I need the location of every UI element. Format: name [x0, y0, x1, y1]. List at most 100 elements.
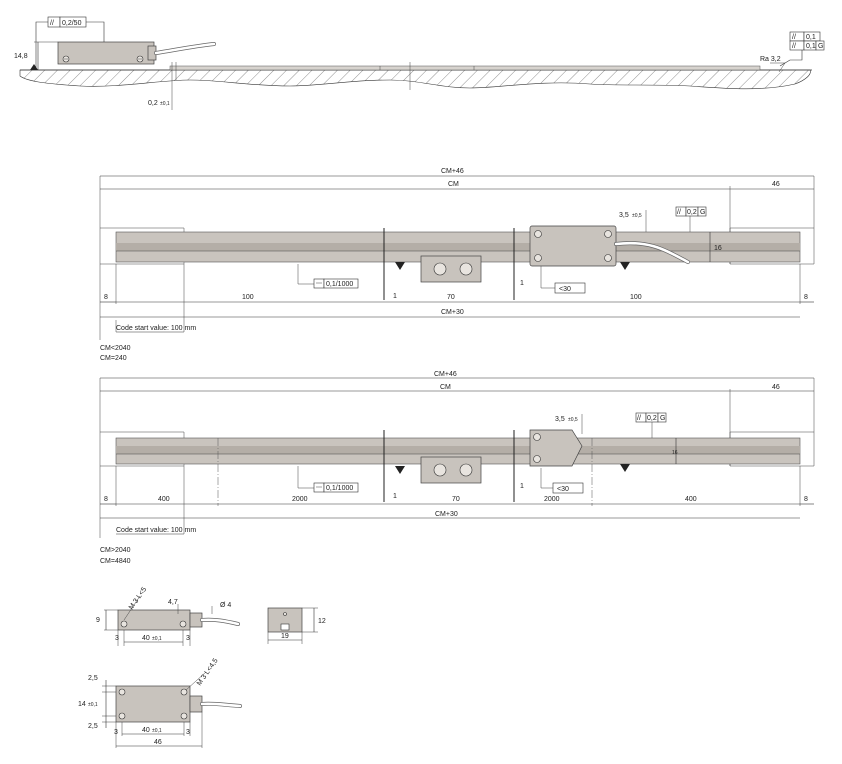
parallelism-value: 0,2/50: [62, 20, 82, 27]
left-3: 3: [114, 729, 118, 736]
screw-icon: [179, 620, 187, 628]
straightness-value: 0,1/1000: [326, 485, 353, 492]
angle-frame: [552, 482, 584, 494]
detail-side-view: M 3 L<5 4,7 Ø 4 9 3 40 ±0,1 3: [96, 586, 240, 646]
datum-g: G: [660, 415, 665, 422]
range-2: CM=240: [100, 355, 127, 362]
width-tolerance: ±0,1: [152, 728, 162, 734]
offset-tolerance: ±0,5: [632, 213, 642, 219]
height-16: 16: [714, 245, 722, 252]
mark-1b: 1: [520, 483, 524, 490]
angle-value: <30: [559, 286, 571, 293]
tolerance-2-value: 0,1: [806, 43, 816, 50]
parallel-value: 0,2: [687, 209, 697, 216]
screw-icon: [118, 712, 126, 720]
angle-value: <30: [557, 486, 569, 493]
height-tolerance: ±0,1: [88, 702, 98, 708]
mounting-surface-hatch: [19, 69, 811, 90]
parallelism-icon: //: [677, 209, 681, 216]
width-40: 40: [142, 635, 150, 642]
drawing-cm-small: CM+46 CM 46 3,5 ±0,5 // 0,: [99, 168, 815, 362]
cm-plus-30: CM+30: [441, 309, 464, 316]
offset-dim: 3,5: [619, 212, 629, 219]
right-3: 3: [186, 729, 190, 736]
straightness-frame: [313, 482, 325, 493]
width-40: 40: [142, 727, 150, 734]
reading-head: [529, 225, 617, 267]
end-height: 12: [318, 618, 326, 625]
mark-1b: 1: [520, 280, 524, 287]
cm-label: CM: [440, 384, 451, 391]
screw-icon: [533, 433, 541, 441]
left-3: 3: [115, 635, 119, 642]
gap-tolerance: ±0,1: [160, 101, 170, 107]
right-46: 46: [772, 181, 780, 188]
seg-100b: 100: [630, 294, 642, 301]
cm-plus-30: CM+30: [435, 511, 458, 518]
mark-1a: 1: [393, 493, 397, 500]
parallelism-icon: //: [637, 415, 641, 422]
screw-icon: [533, 455, 541, 463]
end-width: 19: [281, 633, 289, 640]
height-dim: 14,8: [14, 53, 28, 60]
top-25: 2,5: [88, 675, 98, 682]
left-8: 8: [104, 294, 108, 301]
left-8: 8: [104, 496, 108, 503]
screw-icon: [180, 688, 188, 696]
thread-label: M 3 L<5: [128, 586, 148, 611]
seg-400a: 400: [158, 496, 170, 503]
mark-1a: 1: [393, 293, 397, 300]
detail-top-view: M 3 L<4,5 2,5 14 ±0,1 2,5 3 40 ±0,1 3 46: [78, 657, 242, 748]
datum-g: G: [700, 209, 705, 216]
code-start: Code start value: 100 mm: [116, 325, 196, 332]
screw-icon: [118, 688, 126, 696]
right-3: 3: [186, 635, 190, 642]
reference-marker: [420, 456, 482, 484]
width-tolerance: ±0,1: [152, 636, 162, 642]
straightness-frame: [313, 278, 325, 289]
right-46: 46: [772, 384, 780, 391]
code-start: Code start value: 100 mm: [116, 527, 196, 534]
range-2: CM=4840: [100, 558, 131, 565]
gap-dim: 0,2: [148, 100, 158, 107]
parallelism-icon: //: [50, 20, 54, 27]
range-1: CM<2040: [100, 345, 131, 352]
range-1: CM>2040: [100, 547, 131, 554]
reading-head: [529, 429, 583, 467]
drawing-cm-large: CM+46 CM 46 3,5 ±0,5 // 0,2 G 16: [99, 371, 815, 565]
screw-icon: [180, 712, 188, 720]
screw-icon: [120, 620, 128, 628]
height-16: 16: [672, 450, 678, 456]
datum-g: G: [818, 43, 823, 50]
total-46: 46: [154, 739, 162, 746]
scale-profile: [169, 65, 761, 71]
straightness-value: 0,1/1000: [326, 281, 353, 288]
angle-frame: [554, 282, 586, 294]
seg-2000b: 2000: [544, 496, 560, 503]
roughness-label: Ra 3,2: [760, 56, 781, 63]
cm-label: CM: [448, 181, 459, 188]
height-14: 14: [78, 701, 86, 708]
right-8: 8: [804, 294, 808, 301]
cm-plus-46: CM+46: [434, 371, 457, 378]
offset-tolerance: ±0,5: [568, 417, 578, 423]
tolerance-1-value: 0,1: [806, 34, 816, 41]
parallelism-icon: //: [792, 43, 796, 50]
detail-end-view: 12 19: [267, 607, 326, 644]
seg-70: 70: [447, 294, 455, 301]
bottom-25: 2,5: [88, 723, 98, 730]
right-8: 8: [804, 496, 808, 503]
screw-icon: [604, 254, 612, 262]
height-9: 9: [96, 617, 100, 624]
offset-dim: 3,5: [555, 416, 565, 423]
head-body: [115, 685, 191, 723]
offset-47: 4,7: [168, 599, 178, 606]
top-view: // 0,2/50 14,8 0,2 ±0,1 Ra 3,2 // 0,1 //…: [14, 16, 825, 110]
thread-label: M 3 L<4,5: [196, 657, 220, 687]
cable-diameter: Ø 4: [220, 602, 231, 609]
cm-plus-46: CM+46: [441, 168, 464, 175]
screw-icon: [534, 254, 542, 262]
screw-icon: [534, 230, 542, 238]
screw-icon: [604, 230, 612, 238]
seg-70: 70: [452, 496, 460, 503]
